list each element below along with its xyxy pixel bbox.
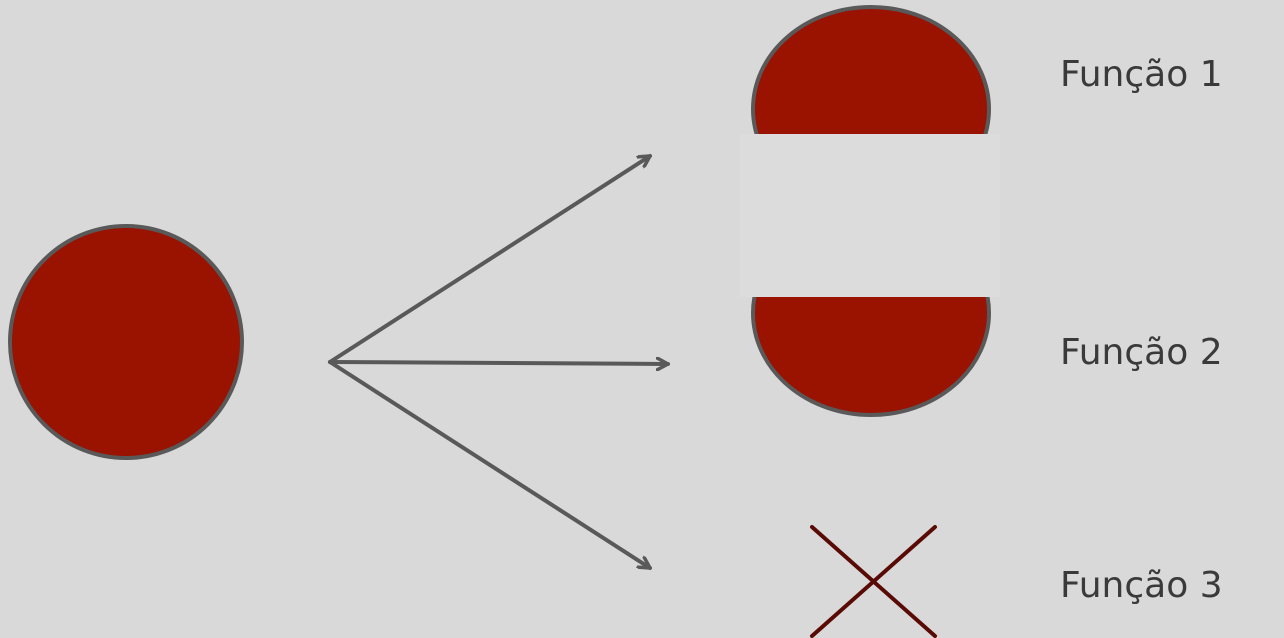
arrow-to-function-3 <box>328 360 652 570</box>
split-circle-bottom-half <box>751 297 991 417</box>
source-circle <box>8 224 244 460</box>
label-function-1: Função 1 <box>1060 54 1223 95</box>
arrow-to-function-1 <box>328 154 652 364</box>
label-function-2: Função 2 <box>1060 332 1223 373</box>
split-gap <box>740 134 1000 297</box>
label-function-3: Função 3 <box>1060 565 1223 606</box>
arrow-to-function-2 <box>328 362 670 364</box>
cross-icon <box>810 525 937 638</box>
split-circle-top-half <box>751 5 991 134</box>
